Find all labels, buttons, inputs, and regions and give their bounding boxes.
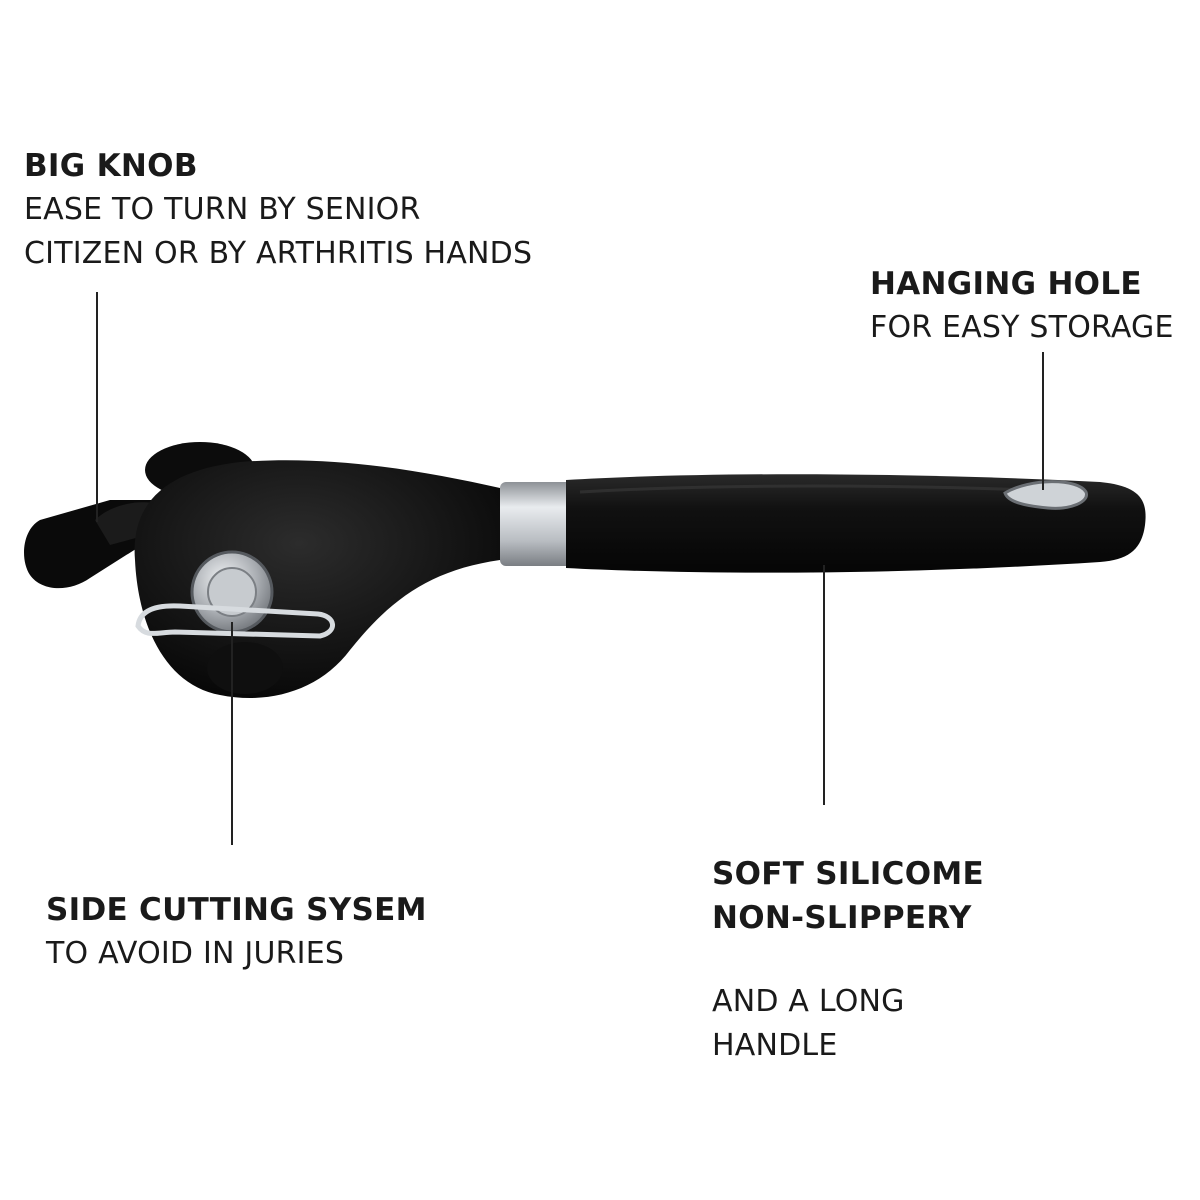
callout-text: AND A LONG <box>712 984 905 1019</box>
silicone-handle <box>566 474 1146 573</box>
callout-text: TO AVOID IN JURIES <box>46 936 345 971</box>
callout-side-cutting: SIDE CUTTING SYSEM TO AVOID IN JURIES <box>46 888 427 976</box>
metal-collar <box>500 482 572 566</box>
callout-text: CITIZEN OR BY ARTHRITIS HANDS <box>24 236 533 271</box>
callout-big-knob: BIG KNOB EASE TO TURN BY SENIOR CITIZEN … <box>24 144 532 276</box>
callout-title: SOFT SILICOME <box>712 856 984 892</box>
callout-title: HANGING HOLE <box>870 266 1142 302</box>
callout-title: SIDE CUTTING SYSEM <box>46 892 427 928</box>
callout-title: BIG KNOB <box>24 148 198 184</box>
hanging-hole <box>1003 480 1088 510</box>
callout-text: HANDLE <box>712 1028 838 1063</box>
callout-hanging-hole: HANGING HOLE FOR EASY STORAGE <box>870 262 1174 350</box>
callout-soft-silicone: SOFT SILICOME NON-SLIPPERY AND A LONG HA… <box>712 852 984 1068</box>
opener-head <box>134 442 500 698</box>
callout-text: EASE TO TURN BY SENIOR <box>24 192 421 227</box>
callout-text: FOR EASY STORAGE <box>870 310 1174 345</box>
callout-title: NON-SLIPPERY <box>712 900 972 936</box>
